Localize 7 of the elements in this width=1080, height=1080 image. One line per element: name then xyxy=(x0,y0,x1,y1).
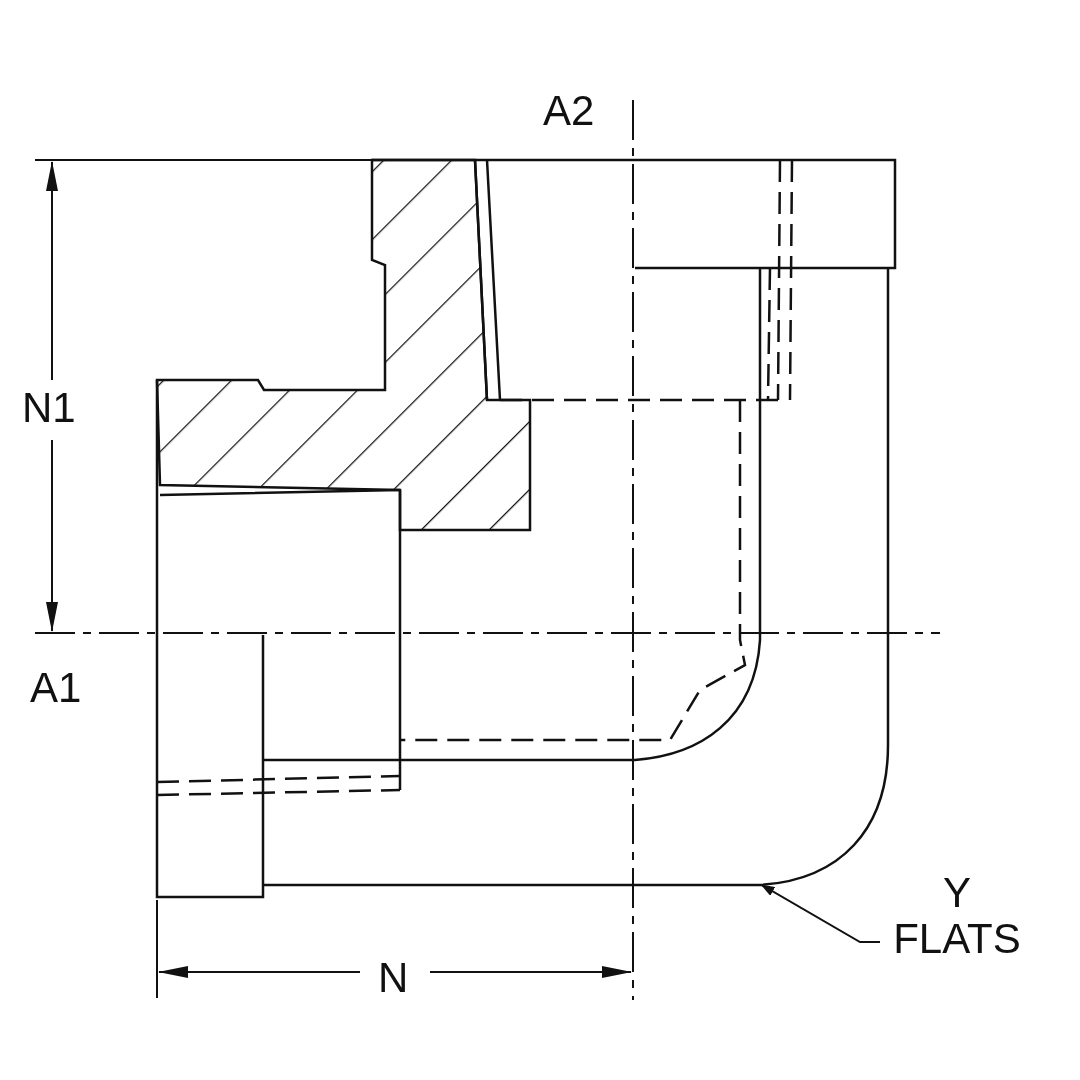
axis-label: A1 xyxy=(30,665,82,712)
leader-line xyxy=(760,883,881,944)
dimension-label: N1 xyxy=(22,385,76,432)
callout-label: Y FLATS xyxy=(882,870,1032,963)
dimension-label: N xyxy=(378,955,409,1002)
fitting-body-outline xyxy=(263,268,890,887)
axis-label: A2 xyxy=(543,88,595,135)
